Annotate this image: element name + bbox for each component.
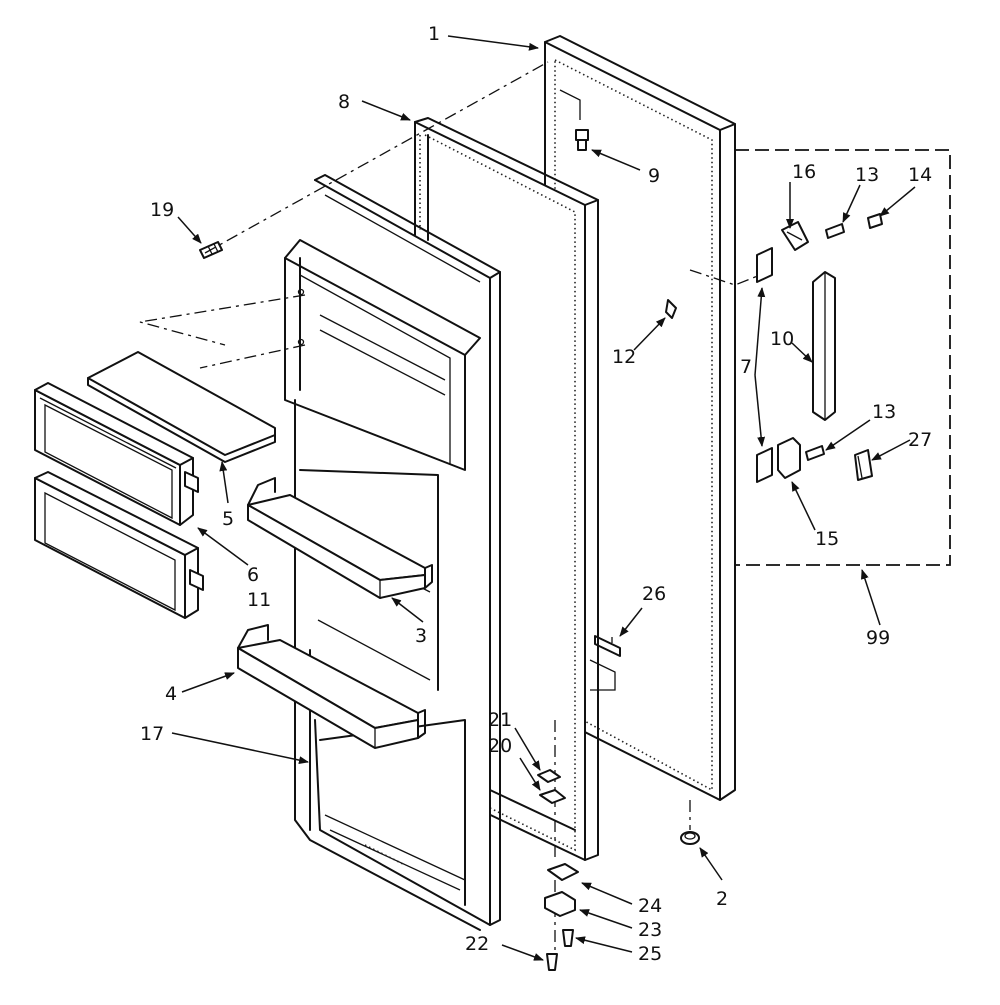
arrow-8 — [361, 100, 411, 121]
arrow-5 — [219, 461, 229, 504]
arrow-10 — [791, 342, 813, 363]
bin-front-part-11 — [34, 471, 204, 619]
door-shelf-part-4 — [237, 624, 426, 749]
handle-kit-parts — [756, 213, 883, 483]
callout-16: 16 — [792, 161, 816, 183]
arrow-13b — [825, 419, 871, 451]
callout-2: 2 — [716, 888, 728, 910]
arrow-9 — [591, 149, 641, 171]
arrow-25 — [575, 936, 633, 953]
arrow-4 — [181, 672, 235, 693]
callout-5: 5 — [222, 508, 234, 530]
arrow-7b — [754, 374, 766, 447]
arrow-17 — [171, 732, 309, 765]
callout-10: 10 — [770, 328, 794, 350]
arrow-6 — [197, 527, 249, 566]
callout-14: 14 — [908, 164, 932, 186]
leader-arrows — [171, 35, 916, 961]
callout-6: 6 — [247, 564, 259, 586]
callout-3: 3 — [415, 625, 427, 647]
callout-20: 20 — [488, 735, 512, 757]
callout-27: 27 — [908, 429, 932, 451]
bin-front-part-6 — [34, 382, 199, 526]
arrow-23 — [579, 909, 633, 929]
callout-4: 4 — [165, 683, 177, 705]
callout-23: 23 — [638, 919, 662, 941]
arrow-22 — [501, 944, 544, 961]
arrow-13a — [842, 184, 861, 223]
arrow-2 — [699, 847, 723, 881]
door-shelf-part-3 — [247, 477, 433, 599]
arrow-1 — [447, 35, 539, 51]
callout-17: 17 — [140, 723, 164, 745]
callout-1: 1 — [428, 23, 440, 45]
callout-labels: 1 8 9 19 12 16 13 14 7 10 13 27 15 99 5 … — [140, 23, 932, 965]
callout-99: 99 — [866, 627, 890, 649]
callout-7: 7 — [740, 356, 752, 378]
callout-13-upper: 13 — [855, 164, 879, 186]
callout-13-lower: 13 — [872, 401, 896, 423]
arrow-14 — [879, 186, 916, 217]
callout-15: 15 — [815, 528, 839, 550]
plug-part-9 — [575, 129, 589, 151]
arrow-15 — [791, 481, 816, 531]
arrow-24 — [581, 882, 633, 905]
callout-25: 25 — [638, 943, 662, 965]
arrow-20 — [519, 757, 541, 791]
arrow-99 — [860, 569, 881, 626]
lower-hinge-parts — [544, 863, 579, 971]
callout-11: 11 — [247, 589, 271, 611]
arrow-7a — [754, 287, 766, 376]
arrow-26 — [619, 607, 643, 637]
handle-kit-box — [734, 149, 951, 566]
callout-19: 19 — [150, 199, 174, 221]
callout-22: 22 — [465, 933, 489, 955]
callout-12: 12 — [612, 346, 636, 368]
arrow-12 — [633, 317, 666, 351]
bushing-part-2 — [680, 831, 700, 845]
callout-9: 9 — [648, 165, 660, 187]
arrow-21 — [514, 727, 541, 771]
callout-24: 24 — [638, 895, 662, 917]
hinge-parts-20-21 — [537, 769, 566, 804]
callout-8: 8 — [338, 91, 350, 113]
arrow-27 — [871, 439, 911, 461]
arrow-3 — [391, 597, 424, 623]
arrow-19 — [177, 216, 202, 244]
callout-21: 21 — [488, 709, 512, 731]
callout-26: 26 — [642, 583, 666, 605]
clip-part-12 — [665, 299, 677, 319]
